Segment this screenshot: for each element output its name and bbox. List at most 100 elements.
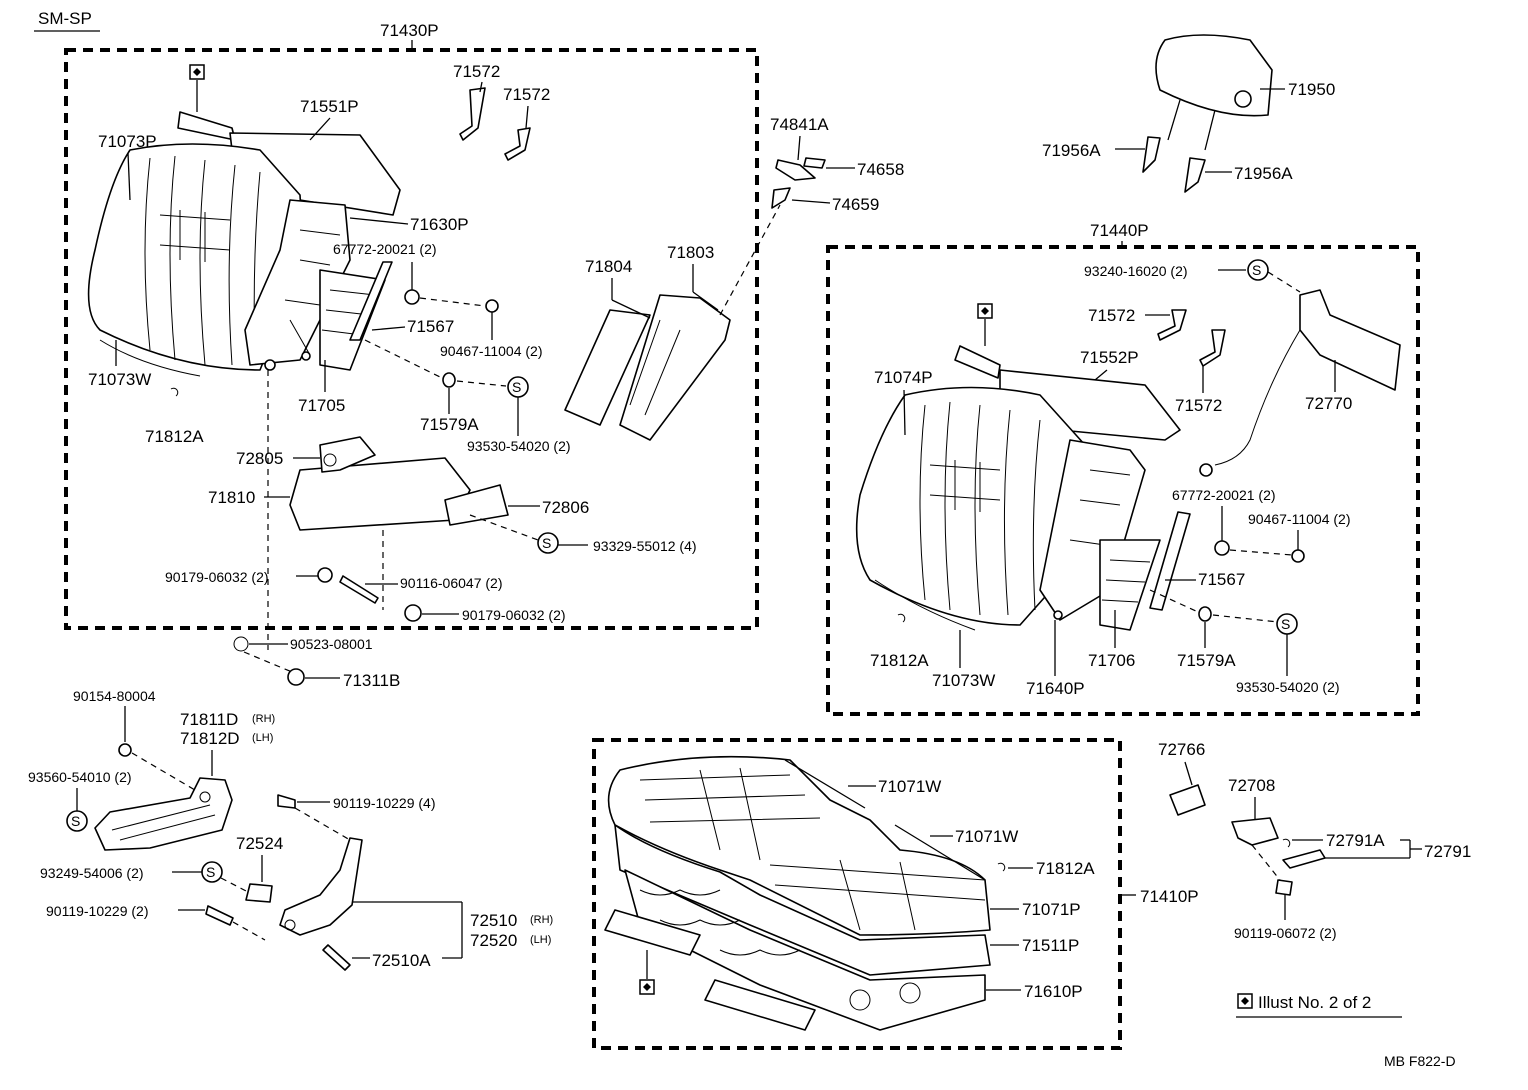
callout-93560: 93560-54010 (2): [28, 769, 132, 785]
callout-71812D: 71812D: [180, 729, 240, 748]
callout-group-left-back: 71551P 71073P 71630P 71572 71572 67772-2…: [88, 62, 571, 454]
callout-71630P: 71630P: [410, 215, 469, 234]
callout-93530-b: 93530-54020 (2): [1236, 679, 1340, 695]
illust-note-text: Illust No. 2 of 2: [1258, 993, 1371, 1012]
header-code: SM-SP: [34, 9, 100, 32]
callout-71804: 71804: [585, 257, 632, 276]
callout-72510: 72510: [470, 911, 517, 930]
svg-text:S: S: [1281, 616, 1290, 632]
callout-71812A-b: 71812A: [870, 651, 929, 670]
armrest-71810: 72805 71810 72806 S 93329-55012 (4): [208, 370, 697, 650]
headrest-71950: 71950 71956A 71956A: [1042, 34, 1335, 193]
callout-71073W-a: 71073W: [88, 370, 151, 389]
callout-71956A-a: 71956A: [1042, 141, 1101, 160]
callout-90116: 90116-06047 (2): [400, 575, 502, 591]
svg-text:S: S: [71, 813, 80, 829]
callout-71430P: 71430P: [380, 21, 439, 40]
label-lh-1: (LH): [252, 732, 273, 744]
callout-71073P: 71073P: [98, 132, 157, 151]
callout-71572-c: 71572: [1088, 306, 1135, 325]
callout-71551P: 71551P: [300, 97, 359, 116]
callout-67772-a: 67772-20021 (2): [333, 241, 437, 257]
callout-71579A-a: 71579A: [420, 415, 479, 434]
seat-adjuster: 90154-80004 71811D (RH) 71812D (LH) 9356…: [28, 688, 553, 971]
callout-93249: 93249-54006 (2): [40, 865, 144, 881]
label-rh-1: (RH): [252, 713, 275, 725]
callout-90467-b: 90467-11004 (2): [1248, 511, 1350, 527]
callout-71705: 71705: [298, 396, 345, 415]
screw-symbol-icon: S: [507, 376, 529, 398]
callout-72766: 72766: [1158, 740, 1205, 759]
footer-code: MB F822-D: [1384, 1053, 1456, 1069]
callout-90467-a: 90467-11004 (2): [440, 343, 542, 359]
callout-93240: 93240-16020 (2): [1084, 263, 1188, 279]
callout-93530-a: 93530-54020 (2): [467, 438, 571, 454]
callout-72791A: 72791A: [1326, 831, 1385, 850]
callout-71579A-b: 71579A: [1177, 651, 1236, 670]
callout-90119-a: 90119-10229 (4): [333, 795, 435, 811]
callout-72524: 72524: [236, 834, 283, 853]
callout-71572-a: 71572: [453, 62, 500, 81]
callout-72805: 72805: [236, 449, 283, 468]
group-box-71440P: 71440P: [826, 221, 1420, 716]
callout-74658: 74658: [857, 160, 904, 179]
callout-71567-a: 71567: [407, 317, 454, 336]
callout-71567-b: 71567: [1198, 570, 1245, 589]
callout-71511P: 71511P: [1022, 936, 1079, 955]
label-rh-2: (RH): [530, 914, 553, 926]
callout-71572-d: 71572: [1175, 396, 1222, 415]
callout-71811D: 71811D: [180, 710, 238, 729]
callout-90523: 90523-08001: [290, 636, 373, 652]
callout-90119-b: 90119-10229 (2): [46, 903, 148, 919]
callout-71950: 71950: [1288, 80, 1335, 99]
svg-text:S: S: [206, 864, 215, 880]
group-box-71430P: 71430P: [64, 21, 759, 630]
callout-90179-b: 90179-06032 (2): [462, 607, 566, 623]
callout-72791: 72791: [1424, 842, 1471, 861]
callout-74659: 74659: [832, 195, 879, 214]
diamond-marker-icon: [189, 64, 205, 112]
callout-72510A: 72510A: [372, 951, 431, 970]
svg-text:S: S: [1252, 262, 1261, 278]
callout-71812A-c: 71812A: [1036, 859, 1095, 878]
seat-back-left: [87, 111, 401, 377]
callout-67772-b: 67772-20021 (2): [1172, 487, 1276, 503]
callout-71956A-b: 71956A: [1234, 164, 1293, 183]
callout-71071W-a: 71071W: [878, 777, 941, 796]
callout-71074P: 71074P: [874, 368, 933, 387]
callout-93329: 93329-55012 (4): [593, 538, 697, 554]
callout-71410P: 71410P: [1140, 887, 1199, 906]
diamond-marker-icon: [639, 950, 655, 995]
svg-text:SM-SP: SM-SP: [38, 9, 92, 28]
callout-90154: 90154-80004: [73, 688, 156, 704]
side-parts-right: 72766 72708 72791A 72791 90119-06072 (2): [1158, 740, 1471, 941]
callout-71071W-b: 71071W: [955, 827, 1018, 846]
diamond-marker-icon: [977, 303, 993, 346]
callout-90179-a: 90179-06032 (2): [165, 569, 269, 585]
callout-90119-c: 90119-06072 (2): [1234, 925, 1336, 941]
callout-72770: 72770: [1305, 394, 1352, 413]
svg-text:S: S: [542, 535, 551, 551]
callout-71440P: 71440P: [1090, 221, 1149, 240]
callout-71706: 71706: [1088, 651, 1135, 670]
callout-72708: 72708: [1228, 776, 1275, 795]
seat-cushion: [604, 755, 991, 1031]
callout-71610P: 71610P: [1024, 982, 1083, 1001]
callout-71572-b: 71572: [503, 85, 550, 104]
diamond-marker-icon: [1237, 993, 1253, 1009]
callout-71071P: 71071P: [1022, 900, 1081, 919]
bracket-74841A: 74841A 74658 74659: [770, 115, 904, 214]
callout-71810: 71810: [208, 488, 255, 507]
seat-back-right: [855, 289, 1401, 631]
callout-71311B: 71311B: [343, 671, 400, 690]
callout-group-right-back: 93240-16020 (2) S 71572 71572 71552P 710…: [870, 259, 1352, 698]
illust-note: Illust No. 2 of 2: [1236, 993, 1402, 1018]
svg-text:S: S: [512, 379, 521, 395]
group-box-71410P: 71410P: [592, 738, 1199, 1050]
armrest-cover: 71804 71803: [564, 204, 781, 441]
callout-71640P: 71640P: [1026, 679, 1085, 698]
callout-72520: 72520: [470, 931, 517, 950]
callout-71812A-a: 71812A: [145, 427, 204, 446]
callout-71552P: 71552P: [1080, 348, 1139, 367]
